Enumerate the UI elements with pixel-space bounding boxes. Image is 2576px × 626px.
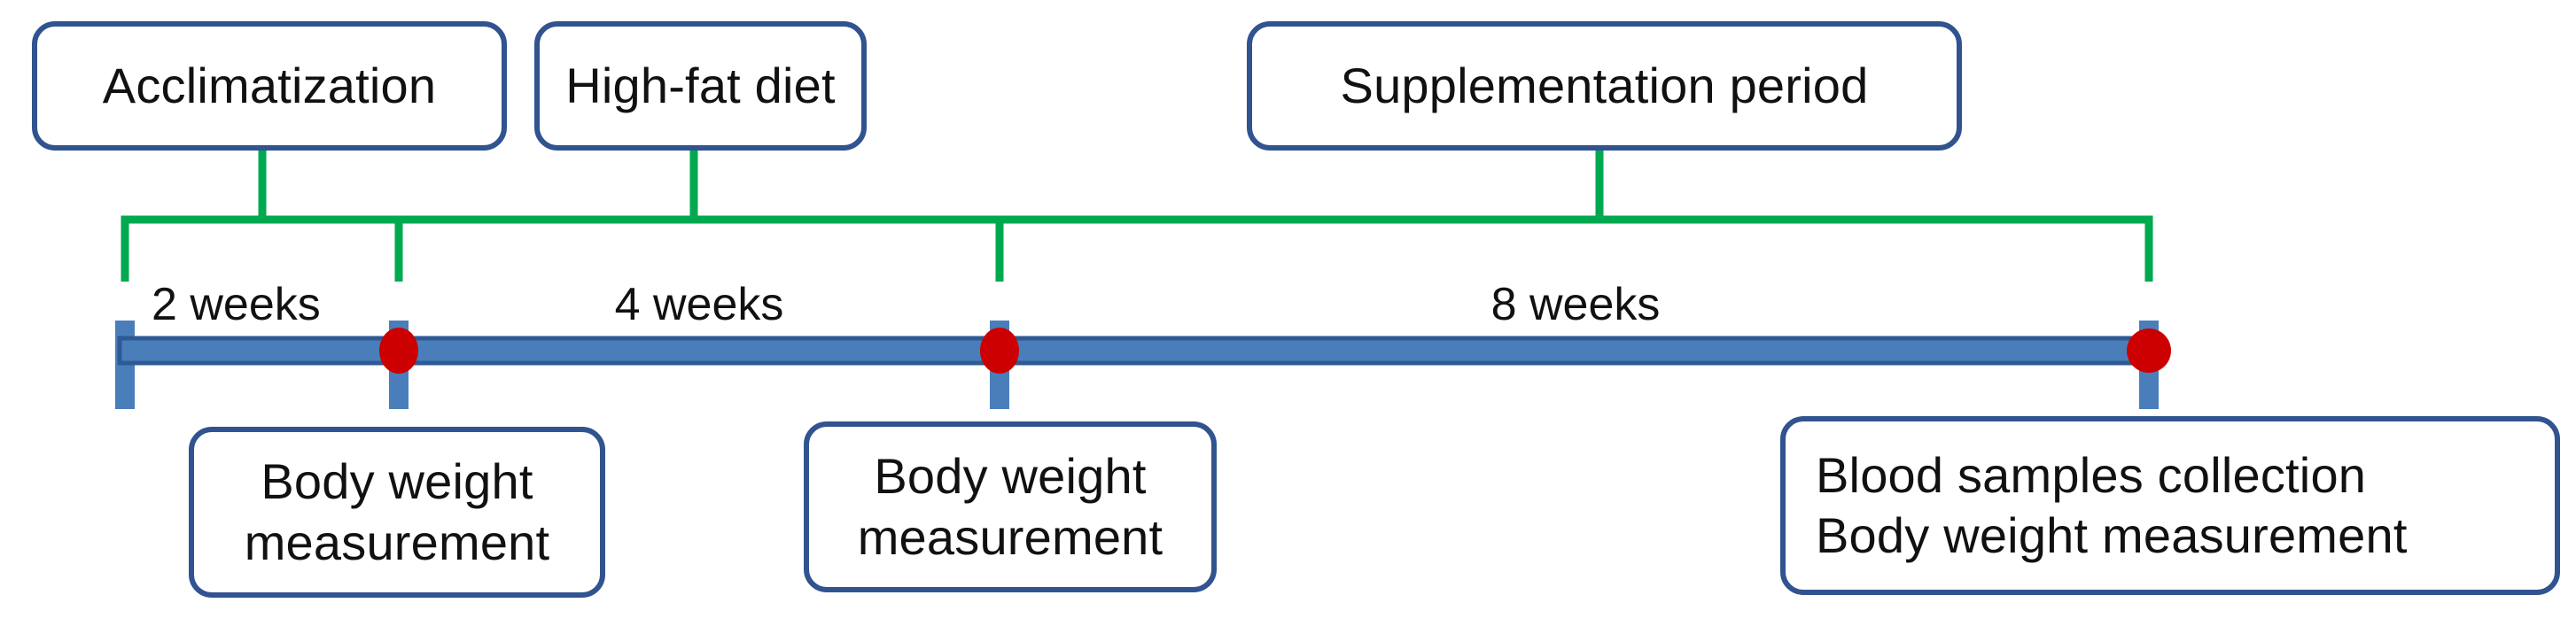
duration-text: 2 weeks (152, 279, 321, 330)
duration-text: 8 weeks (1490, 279, 1661, 330)
event-box-label: Body weight measurement (244, 453, 550, 570)
event-box-label: Blood samples collection Body weight mea… (1816, 446, 2408, 563)
duration-label-8-weeks: 8 weeks (1491, 282, 1661, 328)
timeline-bar (117, 336, 2158, 366)
phase-box-label: Supplementation period (1340, 57, 1869, 113)
duration-text: 4 weeks (614, 279, 784, 330)
event-box-blood-and-body-weight[interactable]: Blood samples collection Body weight mea… (1780, 416, 2560, 595)
duration-label-4-weeks: 4 weeks (615, 282, 784, 328)
timeline-event-markers (379, 328, 2171, 374)
event-box-label: Body weight measurement (857, 448, 1163, 565)
phase-box-high-fat-diet[interactable]: High-fat diet (534, 21, 867, 151)
phase-box-label: High-fat diet (565, 57, 836, 113)
duration-label-2-weeks: 2 weeks (152, 282, 321, 328)
phase-box-supplementation-period[interactable]: Supplementation period (1247, 21, 1962, 151)
phase-box-label: Acclimatization (102, 57, 437, 113)
phase-box-acclimatization[interactable]: Acclimatization (32, 21, 507, 151)
phase-bracket (121, 215, 2153, 282)
event-box-body-weight-1[interactable]: Body weight measurement (189, 427, 605, 598)
phase-connector-stems (258, 147, 1604, 220)
event-box-body-weight-2[interactable]: Body weight measurement (804, 421, 1217, 592)
